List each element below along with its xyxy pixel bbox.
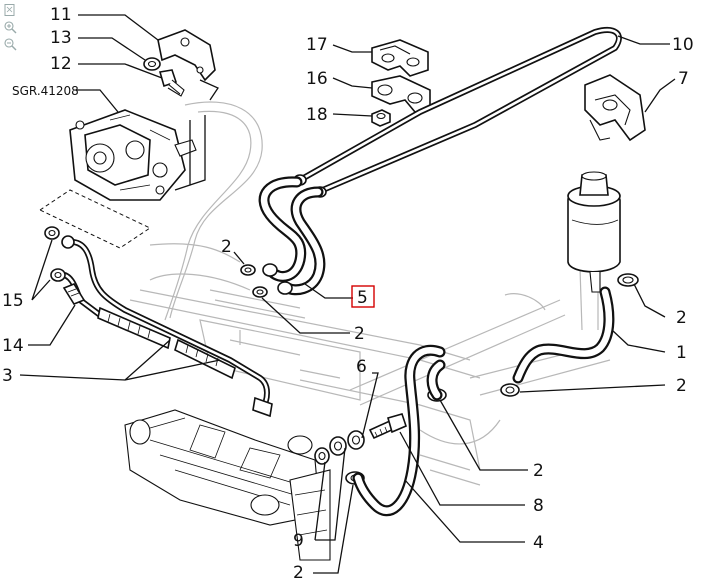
fit-page-icon[interactable]	[3, 3, 17, 17]
callout-10[interactable]: 10	[672, 35, 694, 55]
part-5-hose	[258, 176, 326, 296]
zoom-in-icon[interactable]	[3, 20, 17, 34]
callout-6[interactable]: 6	[356, 357, 367, 377]
callout-labels: 11 13 12 SGR.41208 17 16 18 10 7 2 5 2 1…	[2, 5, 694, 578]
callout-2[interactable]: 2	[676, 376, 687, 396]
part-18-nut	[371, 109, 391, 127]
fluid-reservoir	[567, 171, 621, 293]
power-steering-pump	[38, 109, 197, 249]
highlighted-callout-box	[351, 285, 375, 308]
part-17-clamp	[371, 39, 429, 77]
callout-2[interactable]: 2	[676, 308, 687, 328]
leader-lines	[19, 14, 676, 574]
part-4-hose	[352, 344, 446, 517]
callout-2[interactable]: 2	[533, 461, 544, 481]
callout-17[interactable]: 17	[306, 35, 328, 55]
callout-8[interactable]: 8	[533, 496, 544, 516]
callout-9[interactable]: 9	[293, 531, 304, 551]
part-8-bolt	[368, 413, 407, 440]
viewer-toolbar	[3, 3, 19, 54]
callout-7[interactable]: 7	[678, 69, 689, 89]
callout-18[interactable]: 18	[306, 105, 328, 125]
callout-14[interactable]: 14	[2, 336, 24, 356]
callout-15[interactable]: 15	[2, 291, 24, 311]
part-11-bracket	[157, 29, 219, 101]
callout-2[interactable]: 2	[354, 324, 365, 344]
part-1-hose	[512, 286, 615, 384]
part-12-banjo-bolt	[158, 69, 185, 97]
callout-1[interactable]: 1	[676, 343, 687, 363]
part-10-metal-pipe	[293, 27, 622, 198]
callout-5[interactable]: 5	[357, 288, 368, 308]
part-6-9-washers	[314, 430, 365, 465]
callout-16[interactable]: 16	[306, 69, 328, 89]
bracket-line	[189, 115, 206, 186]
callout-4[interactable]: 4	[533, 533, 544, 553]
callout-2[interactable]: 2	[221, 237, 232, 257]
part-16-clamp	[371, 75, 431, 113]
zoom-out-icon[interactable]	[3, 37, 17, 51]
part-3-pipe-assembly	[55, 238, 273, 418]
steering-rack	[124, 409, 331, 561]
part-7-bracket	[584, 74, 646, 142]
reference-code[interactable]: SGR.41208	[12, 84, 79, 98]
callout-2[interactable]: 2	[293, 563, 304, 578]
callout-3[interactable]: 3	[2, 366, 13, 386]
callout-11[interactable]: 11	[50, 5, 72, 25]
callout-12[interactable]: 12	[50, 54, 72, 74]
background-ghost-parts	[129, 101, 611, 486]
part-14-15-fittings	[44, 226, 86, 305]
callout-13[interactable]: 13	[50, 28, 72, 48]
